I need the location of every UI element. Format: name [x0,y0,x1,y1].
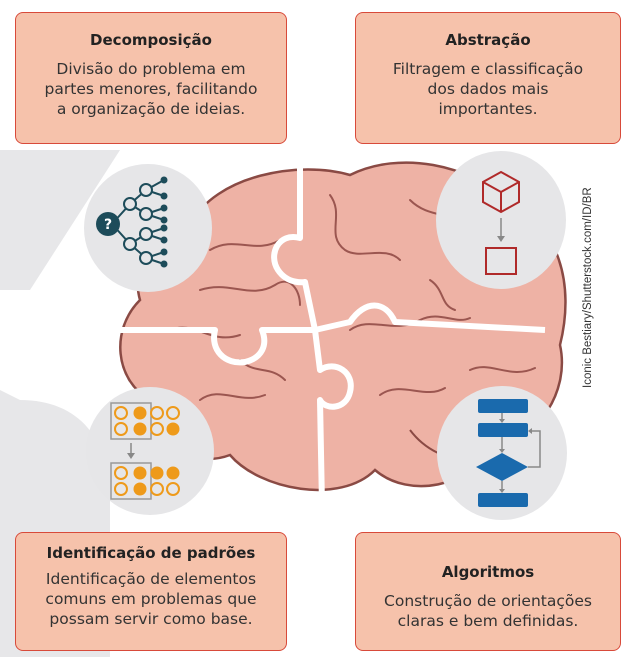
abstraction-desc-line: Filtragem e classificação [392,60,584,78]
arrow-down-icon [127,453,135,459]
decomposition-desc-line: a organização de ideias. [56,100,246,118]
arrow-down-icon [497,236,505,242]
question-mark-icon [96,212,120,236]
decomposition-description: Divisão do problema em partes menores, f… [16,59,286,119]
algorithms-box: Algoritmos Construção de orientações cla… [355,532,621,651]
algorithms-desc-line: claras e bem definidas. [397,612,579,630]
algorithm-flowchart-icon [437,386,567,520]
pattern-desc-line: comuns em problemas que [45,590,257,608]
pattern-identification-description: Identificação de elementos comuns em pro… [16,569,286,629]
decomposition-title: Decomposição [90,31,212,49]
background-shape-upper [0,150,120,290]
decomposition-desc-line: partes menores, facilitando [44,80,258,98]
pattern-desc-line: Identificação de elementos [45,570,257,588]
abstraction-description: Filtragem e classificação dos dados mais… [356,59,620,119]
algorithms-title: Algoritmos [441,563,535,581]
abstraction-desc-line: importantes. [438,100,538,118]
patterns-grid-icon [86,387,214,515]
pattern-identification-box: Identificação de padrões Identificação d… [15,532,287,651]
algorithms-desc-line: Construção de orientações [384,592,592,610]
abstraction-box: Abstração Filtragem e classificação dos … [355,12,621,144]
pattern-desc-line: possam servir como base. [49,610,253,628]
puzzle-cuts [120,168,546,506]
abstraction-cube-icon [436,151,566,289]
image-credit: Iconic Bestiary/Shutterstock.com/ID/BR [582,187,594,388]
question-mark-text: ? [104,217,112,233]
algorithms-description: Construção de orientações claras e bem d… [356,591,620,631]
decomposition-tree-icon: ? [84,164,212,292]
abstraction-title: Abstração [445,31,531,49]
decomposition-box: Decomposição Divisão do problema em part… [15,12,287,144]
square-icon [485,247,517,275]
abstraction-desc-line: dos dados mais [427,80,549,98]
pattern-identification-title: Identificação de padrões [46,544,256,562]
decomposition-desc-line: Divisão do problema em [56,60,246,78]
